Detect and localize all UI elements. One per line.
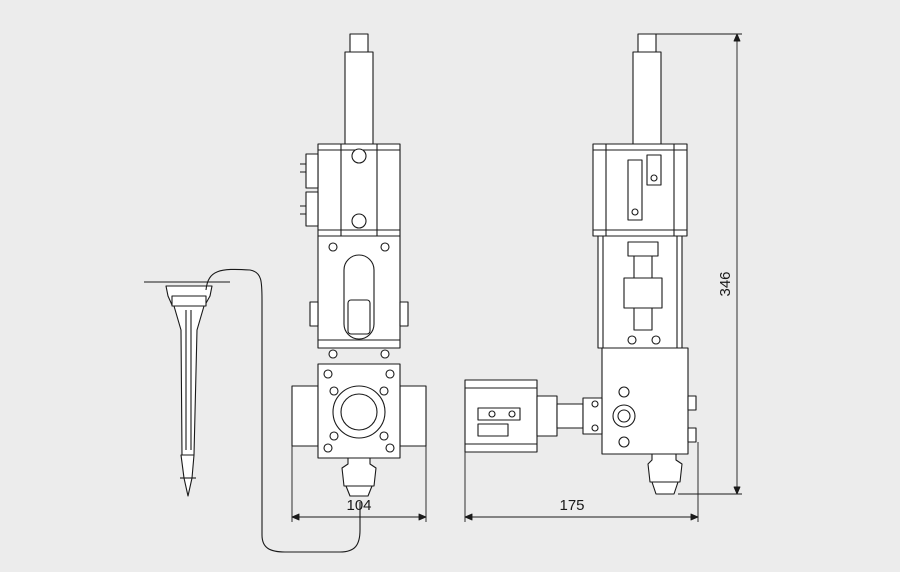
nozzle-tip xyxy=(180,454,195,497)
side-hcyl-sensor-lower xyxy=(477,423,509,437)
front-piston-rod xyxy=(344,51,374,145)
front-cylinder-bolt-top xyxy=(351,148,367,164)
side-mid-top-block xyxy=(627,241,659,257)
dim-175-arrows xyxy=(464,513,699,521)
front-outlet-tip xyxy=(345,485,373,497)
front-flange-bolt-4 xyxy=(379,431,389,441)
front-cylinder-bolt-bottom xyxy=(351,213,367,229)
front-valve-screw-tl xyxy=(323,369,333,379)
front-sensor-lower xyxy=(305,191,319,227)
side-fitting-upper xyxy=(687,395,697,411)
side-valve-hole-bottom xyxy=(618,436,630,448)
front-side-cap-left xyxy=(291,385,319,447)
side-mid-coupler xyxy=(623,277,663,309)
side-hcyl-sensor-upper xyxy=(477,407,521,421)
front-valve-screw-bl xyxy=(323,443,333,453)
side-valve-port-inner xyxy=(617,409,631,423)
side-mid-hole-left xyxy=(627,335,637,345)
front-side-boss-right xyxy=(399,301,409,327)
front-flange-bolt-2 xyxy=(379,386,389,396)
dimension-lines xyxy=(291,33,742,522)
front-valve-bore xyxy=(340,393,378,431)
front-mid-hole-tr xyxy=(380,242,390,252)
nozzle-collar xyxy=(171,295,207,307)
side-hcyl-mount-screw-a xyxy=(591,400,599,408)
side-mid-lower-stem xyxy=(633,307,653,331)
side-mid-stem xyxy=(633,255,653,279)
front-sensor-leads xyxy=(300,163,306,215)
side-fitting-lower xyxy=(687,427,697,443)
side-mid-hole-right xyxy=(651,335,661,345)
side-sensor-screw-b xyxy=(650,174,658,182)
side-sensor-bar-left xyxy=(627,159,643,221)
front-mid-hole-tl xyxy=(328,242,338,252)
nozzle-detail xyxy=(144,268,361,553)
side-hcyl-screw-b xyxy=(508,410,516,418)
front-sensor-upper xyxy=(305,153,319,189)
side-hcyl-rod-block xyxy=(536,395,558,437)
side-outlet-nut xyxy=(647,453,683,483)
front-side-boss-left xyxy=(309,301,319,327)
side-valve-hole-top xyxy=(618,386,630,398)
dim-label-front-width: 104 xyxy=(346,497,371,514)
front-outlet-nut xyxy=(341,457,377,487)
front-valve-screw-br xyxy=(385,443,395,453)
dim-104-arrows xyxy=(291,513,427,521)
front-window-piston xyxy=(347,299,371,335)
side-valve-block xyxy=(601,347,689,455)
front-view xyxy=(291,33,427,497)
front-flange-bolt-1 xyxy=(329,386,339,396)
side-hcyl-screw-a xyxy=(488,410,496,418)
dim-label-side-width: 175 xyxy=(559,497,584,514)
front-valve-screw-tr xyxy=(385,369,395,379)
side-hcyl-mount-screw-b xyxy=(591,424,599,432)
side-hcyl-coupler xyxy=(556,403,584,429)
front-flange-bolt-3 xyxy=(329,431,339,441)
front-rod-cap xyxy=(349,33,369,53)
side-outlet-tip xyxy=(651,481,679,495)
side-piston-rod xyxy=(632,51,662,145)
side-sensor-screw-a xyxy=(631,208,639,216)
front-side-cap-right xyxy=(399,385,427,447)
dim-label-overall-height: 346 xyxy=(717,271,734,296)
nozzle-hose xyxy=(205,268,361,553)
side-view xyxy=(464,33,697,495)
side-rod-cap xyxy=(637,33,657,53)
front-mid-hole-bl xyxy=(328,349,338,359)
side-hcyl-mount xyxy=(582,397,603,435)
dim-346-arrows xyxy=(733,33,741,495)
front-mid-hole-br xyxy=(380,349,390,359)
